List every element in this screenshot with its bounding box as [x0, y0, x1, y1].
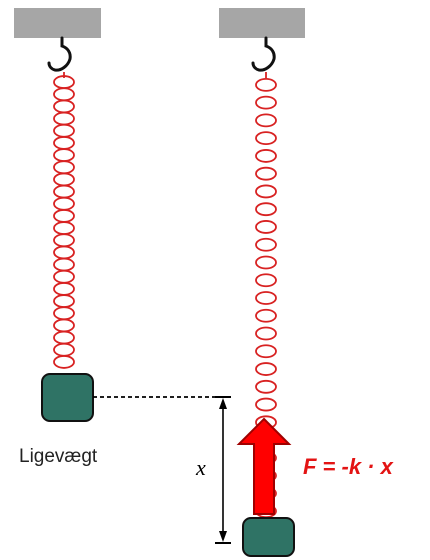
force-law-label: F = -k · x	[303, 454, 394, 479]
spring-coil	[255, 149, 277, 163]
spring-coil	[255, 362, 277, 376]
dimension-arrowhead-bottom	[219, 531, 227, 542]
hook-icon	[251, 36, 276, 72]
spring-coil	[53, 294, 75, 308]
spring-coil	[53, 342, 75, 357]
spring-coil	[255, 184, 277, 199]
spring-coil	[255, 397, 277, 412]
spring-coil	[53, 136, 75, 150]
spring-coil	[255, 113, 277, 128]
spring-coil	[53, 282, 75, 296]
spring-coil	[255, 77, 277, 92]
spring-coil	[53, 257, 75, 272]
spring-coil	[255, 131, 277, 146]
hook-icon	[47, 36, 72, 72]
spring-coil	[53, 318, 75, 333]
spring-coil	[53, 160, 75, 175]
spring-coil	[255, 326, 277, 341]
mass-equilibrium	[41, 373, 94, 422]
spring-coil	[53, 123, 75, 138]
spring-coil	[255, 344, 277, 359]
spring-coil	[53, 306, 75, 321]
spring-coil	[255, 379, 277, 394]
spring-coil	[53, 184, 75, 199]
spring-coil	[255, 308, 277, 323]
force-arrow	[236, 417, 292, 515]
mass-displaced	[242, 517, 295, 557]
spring-coil	[255, 255, 277, 270]
displacement-label: x	[195, 455, 206, 480]
equilibrium-label: Ligevægt	[19, 446, 98, 467]
spring-coil	[53, 245, 75, 260]
spring-coil	[255, 202, 277, 217]
ceiling-right	[219, 8, 305, 38]
spring-coil	[53, 355, 75, 369]
spring-coil	[53, 99, 75, 114]
dimension-arrowhead-top	[219, 398, 227, 409]
spring-coil	[53, 330, 75, 345]
spring-coil	[255, 273, 277, 288]
spring-coil	[53, 111, 75, 126]
spring-coil	[255, 237, 277, 252]
spring-coil	[53, 148, 75, 162]
spring-coil	[53, 172, 75, 187]
spring-left	[53, 72, 75, 369]
spring-coil	[53, 196, 75, 211]
spring-coil	[53, 87, 75, 102]
equilibrium-setup: Ligevægt	[14, 8, 101, 467]
spring-coil	[255, 291, 277, 305]
spring-coil	[255, 220, 277, 234]
spring-coil	[255, 95, 277, 110]
spring-coil	[53, 233, 75, 248]
spring-coil	[53, 209, 75, 223]
spring-coil	[53, 269, 75, 284]
spring-coil	[255, 166, 277, 181]
stretched-setup: F = -k · x	[219, 8, 394, 557]
displacement-indicator: x	[93, 396, 231, 544]
ceiling-left	[14, 8, 101, 38]
spring-coil	[53, 221, 75, 235]
